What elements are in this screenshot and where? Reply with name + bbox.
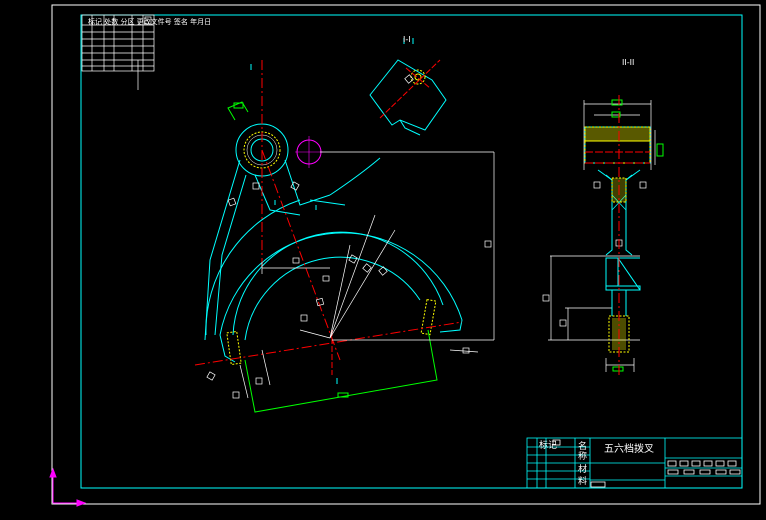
section-mark-top	[403, 38, 414, 44]
title-block-label-1: 名	[578, 442, 588, 452]
ucs-icon	[49, 467, 87, 507]
section-view-right	[542, 95, 664, 378]
green-base	[244, 329, 438, 413]
part-name: 五六档拨叉	[604, 444, 654, 455]
fork-inner-arc-2	[244, 256, 421, 341]
centerline-horizontal	[194, 321, 463, 366]
centerline-diagonal	[261, 149, 341, 361]
fork-outer-arc	[219, 232, 463, 336]
section-label-right: II-II	[622, 58, 635, 67]
title-block	[526, 437, 743, 489]
pad-right	[420, 298, 437, 336]
title-block-label-mark: 标记	[539, 441, 558, 451]
pad-left	[226, 330, 242, 366]
title-block-label-2: 称	[578, 452, 588, 462]
inner-frame	[80, 14, 743, 489]
title-block-label-4: 料	[578, 477, 588, 487]
revision-table-title: 标记 处数 分区 更改文件号 签名 年月日	[88, 18, 212, 26]
section-label-top: I-I	[403, 35, 411, 44]
fork-inner-arc	[232, 231, 444, 336]
fork-main-view	[194, 60, 495, 413]
title-block-label-3: 材	[578, 465, 588, 475]
fork-outer-arc-2	[205, 199, 301, 336]
revision-table	[81, 14, 155, 90]
outer-border	[51, 4, 761, 505]
section-view-top	[369, 59, 447, 136]
